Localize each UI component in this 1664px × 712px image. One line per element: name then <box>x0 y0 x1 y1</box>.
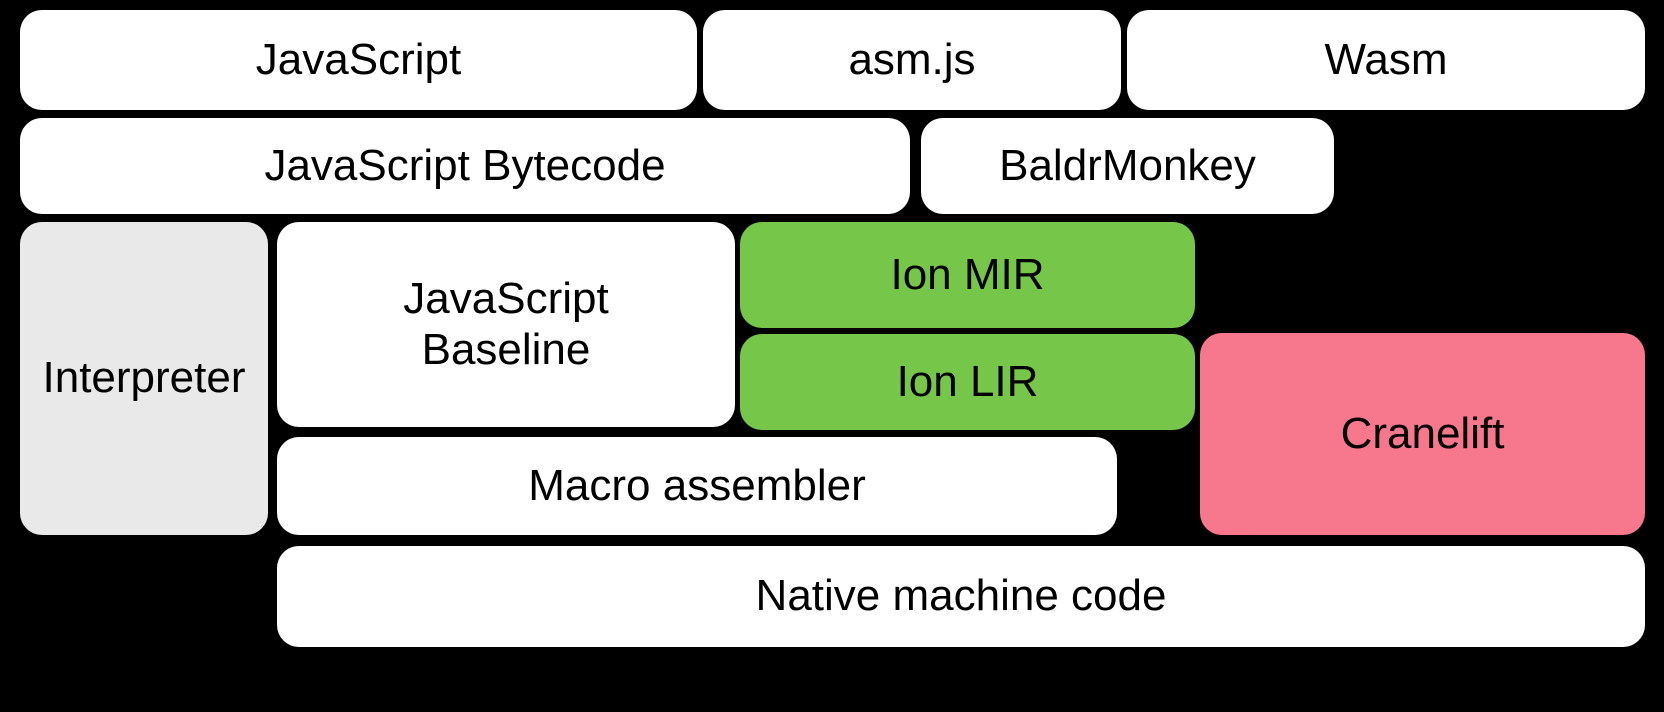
node-label-ion-mir: Ion MIR <box>890 249 1045 299</box>
node-label-native-machine-code: Native machine code <box>755 571 1167 621</box>
node-native-machine-code: Native machine code <box>277 546 1645 647</box>
node-label-javascript-bytecode: JavaScript Bytecode <box>264 140 666 190</box>
node-label-macro-assembler: Macro assembler <box>528 460 866 510</box>
node-javascript-baseline: JavaScript Baseline <box>277 222 735 427</box>
node-interpreter: Interpreter <box>20 222 268 535</box>
node-ion-mir: Ion MIR <box>740 222 1195 328</box>
node-cranelift: Cranelift <box>1200 333 1645 535</box>
node-label-interpreter: Interpreter <box>42 353 246 403</box>
node-macro-assembler: Macro assembler <box>277 437 1117 535</box>
node-label-javascript: JavaScript <box>255 34 462 84</box>
node-label-javascript-baseline: JavaScript Baseline <box>403 274 609 374</box>
node-javascript-bytecode: JavaScript Bytecode <box>20 118 910 214</box>
node-label-wasm: Wasm <box>1324 34 1448 84</box>
node-asm-js: asm.js <box>703 10 1121 110</box>
node-label-ion-lir: Ion LIR <box>896 356 1039 406</box>
node-label-baldrmonkey: BaldrMonkey <box>999 140 1256 190</box>
node-baldrmonkey: BaldrMonkey <box>921 118 1334 214</box>
node-label-asm-js: asm.js <box>848 34 976 84</box>
node-ion-lir: Ion LIR <box>740 334 1195 430</box>
node-wasm: Wasm <box>1127 10 1645 110</box>
node-javascript: JavaScript <box>20 10 697 110</box>
node-label-cranelift: Cranelift <box>1340 408 1505 458</box>
